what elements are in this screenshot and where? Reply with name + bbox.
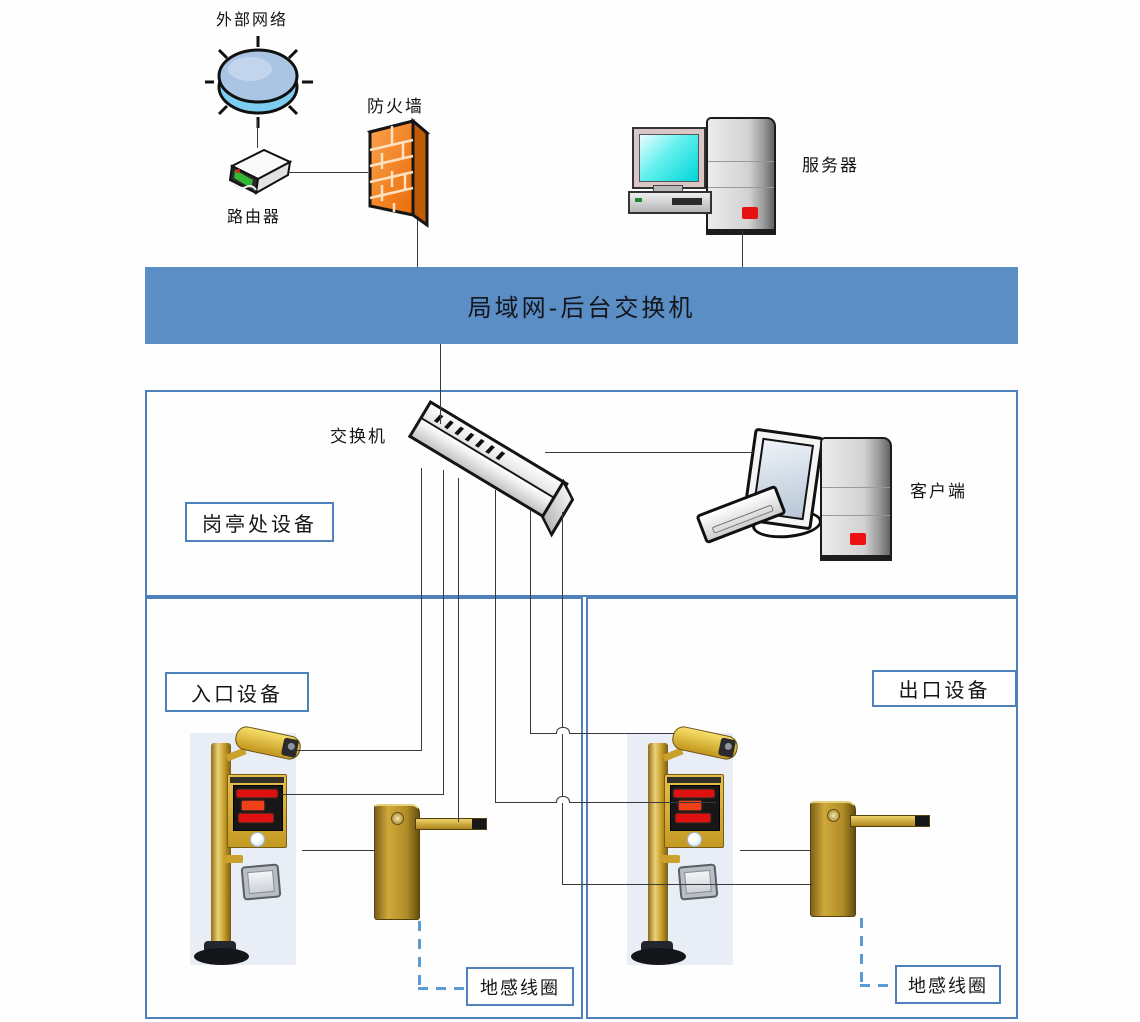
booth-section-container (145, 390, 1018, 597)
entrance-machine-background (190, 733, 296, 965)
wire-server-lanbar (742, 230, 743, 267)
wire-switch-exit-barrier-v (562, 512, 563, 884)
server-screen (639, 134, 699, 182)
wire-crossover (556, 727, 570, 734)
exit-intercom-camera (677, 863, 719, 901)
wire-switch-exit-camera-v (530, 510, 531, 733)
firewall-label: 防火墙 (367, 97, 424, 117)
entrance-ground-coil-dash-v (418, 921, 421, 989)
wire-switch-entrance-panel-h (281, 794, 444, 795)
lan-bar-label: 局域网-后台交换机 (467, 294, 696, 322)
router-icon (228, 148, 293, 195)
entrance-ground-coil-box: 地感线圈 (466, 967, 574, 1006)
entrance-led-screen (233, 785, 283, 831)
firewall-icon (366, 117, 431, 228)
exit-ticket-machine (627, 724, 775, 967)
exit-section-label-box: 出口设备 (872, 670, 1017, 707)
exit-led-panel (664, 774, 724, 848)
entrance-section-label-box: 入口设备 (165, 672, 309, 712)
wire-switch-exit-camera-h (530, 733, 674, 734)
wire-exit-machine-barrier (740, 850, 811, 851)
external-network-label: 外部网络 (216, 10, 289, 29)
exit-ground-coil-box: 地感线圈 (895, 965, 1001, 1004)
router-label: 路由器 (227, 207, 282, 226)
wire-entrance-machine-barrier (302, 850, 375, 851)
entrance-ground-coil-label: 地感线圈 (480, 977, 560, 999)
server-tower (706, 117, 776, 235)
wire-firewall-lanbar (417, 220, 418, 267)
wire-switch-entrance-barrier-v (458, 478, 459, 822)
entrance-ticket-button (250, 832, 265, 847)
external-network-globe-icon (205, 36, 313, 128)
entrance-intercom-camera (240, 863, 282, 901)
entrance-machine-base (194, 948, 249, 965)
wire-switch-exit-panel-v (495, 490, 496, 802)
exit-section-container (586, 597, 1018, 1019)
entrance-section-container (145, 597, 583, 1019)
client-tower (820, 437, 892, 561)
entrance-led-panel (227, 774, 287, 848)
exit-machine-background (627, 733, 733, 965)
booth-section-label-box: 岗亭处设备 (185, 502, 334, 542)
entrance-barrier-arm (415, 818, 487, 830)
wire-router-firewall (289, 172, 368, 173)
switch-label: 交换机 (330, 427, 387, 447)
wire-crossover (556, 796, 570, 803)
exit-led-screen (670, 785, 720, 831)
exit-barrier-gate (810, 801, 930, 917)
booth-section-label: 岗亭处设备 (202, 511, 317, 536)
entrance-section-label: 入口设备 (191, 681, 283, 706)
exit-section-label: 出口设备 (898, 678, 991, 702)
client-label: 客户端 (910, 482, 967, 502)
entrance-machine-pole (211, 743, 231, 955)
exit-ground-coil-dash-h (860, 984, 895, 987)
exit-ticket-button (687, 832, 702, 847)
server-monitor (632, 127, 706, 189)
lan-backbone-bar: 局域网-后台交换机 (145, 267, 1018, 344)
exit-machine-pole (648, 743, 668, 955)
wire-switch-entrance-camera-v (421, 468, 422, 750)
wire-switch-entrance-panel-v (443, 470, 444, 794)
wire-switch-client (545, 452, 753, 453)
wire-lanbar-switch (440, 344, 441, 424)
entrance-ticket-machine (190, 724, 338, 967)
wire-switch-exit-barrier-h (562, 884, 812, 885)
exit-ground-coil-label: 地感线圈 (908, 975, 988, 997)
wire-switch-entrance-camera-h (295, 750, 422, 751)
server-keyboard (628, 191, 712, 214)
exit-barrier-arm (850, 815, 930, 827)
entrance-barrier-gate (374, 804, 494, 920)
exit-machine-base (631, 948, 686, 965)
wire-globe-router (257, 120, 258, 148)
exit-ground-coil-dash-v (860, 918, 863, 986)
entrance-ground-coil-dash-h (418, 987, 466, 990)
server-label: 服务器 (802, 156, 859, 176)
wire-switch-exit-panel-h (495, 802, 716, 803)
